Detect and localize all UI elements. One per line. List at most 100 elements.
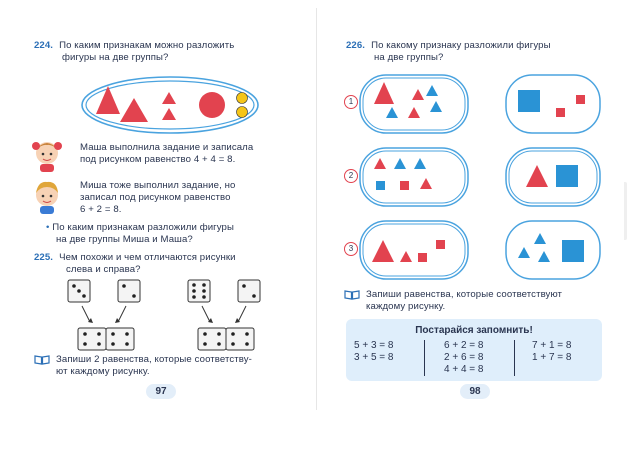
small-triangle [394, 158, 406, 169]
page-left: 224. По каким признакам можно разложить ф… [10, 8, 317, 410]
memo-eq: 1 + 7 = 8 [532, 352, 572, 363]
shapes-oval-figure [81, 76, 259, 134]
group-outline [505, 147, 601, 207]
task-number: 224. [34, 40, 54, 51]
small-triangle [534, 233, 546, 244]
task-226-line2: на две группы? [374, 52, 444, 63]
small-triangle [162, 108, 176, 120]
memo-eq: 7 + 1 = 8 [532, 340, 572, 351]
small-square [576, 95, 585, 104]
small-triangle [420, 178, 432, 189]
domino-half [77, 327, 107, 351]
page-number: 97 [146, 384, 176, 399]
small-square [436, 240, 445, 249]
group-outline [359, 74, 469, 134]
group-outline-inner [85, 80, 255, 130]
page-right: 226.По какому признаку разложили фигуры … [318, 8, 624, 410]
masha-avatar [32, 142, 62, 172]
group-outline-inner [362, 150, 466, 204]
question-line1: • По каким признакам разложили фигуры [46, 222, 292, 234]
domino-half [225, 327, 255, 351]
small-circle [236, 106, 248, 118]
memo-eq: 3 + 5 = 8 [354, 352, 394, 363]
memo-title: Постарайся запомнить! [415, 325, 533, 336]
memo-eq: 5 + 3 = 8 [354, 340, 394, 351]
big-triangle [374, 82, 394, 104]
small-square [376, 181, 385, 190]
group-outline [359, 220, 469, 280]
small-square [556, 108, 565, 117]
task-224-line2: фигуры на две группы? [62, 52, 169, 63]
misha-line1: Миша тоже выполнил задание, но [80, 180, 236, 191]
small-triangle [426, 85, 438, 96]
task-226-text: 226. По какому признаку разложили фигуры [346, 40, 602, 52]
bullet-icon: • [46, 222, 50, 233]
open-book-icon [34, 355, 50, 365]
small-triangle [414, 158, 426, 169]
group-outline [505, 74, 601, 134]
small-triangle [386, 107, 398, 118]
small-triangle [538, 251, 550, 262]
memo-divider [514, 340, 515, 376]
small-triangle [400, 251, 412, 262]
big-triangle [96, 86, 120, 114]
big-square [556, 165, 578, 187]
task-line: Чем похожи и чем отличаются рисунки [59, 252, 236, 263]
task-number: 226. [346, 40, 366, 51]
row3-figure [359, 220, 601, 280]
row-marker-3: 3 [344, 242, 358, 256]
task-225-line2: слева и справа? [66, 264, 141, 275]
memo-divider [424, 340, 425, 376]
misha-line2: записал под рисунком равенство [80, 192, 231, 203]
task-line: По какому признаку разложили фигуры [371, 40, 551, 51]
group-outline-inner [362, 223, 466, 277]
write-line1: Запиши 2 равенства, которые соответству- [56, 354, 252, 365]
task-line: По каким признакам можно разложить [59, 40, 235, 51]
domino-half [105, 327, 135, 351]
misha-avatar [36, 181, 58, 214]
row-marker-2: 2 [344, 169, 358, 183]
small-triangle [374, 158, 386, 169]
question-line2: на две группы Миша и Маша? [56, 234, 193, 245]
domino-half [197, 327, 227, 351]
question-text: По каким признакам разложили фигуры [52, 222, 234, 233]
small-triangle [430, 101, 442, 112]
group-outline [81, 76, 259, 134]
write-line1: Запиши равенства, которые соответствуют [366, 289, 563, 300]
small-triangle [408, 107, 420, 118]
small-square [400, 181, 409, 190]
row-marker-1: 1 [344, 95, 358, 109]
big-circle [199, 92, 225, 118]
memo-eq: 2 + 6 = 8 [444, 352, 484, 363]
small-square [418, 253, 427, 262]
masha-line1: Маша выполнила задание и записала [80, 142, 254, 153]
misha-line3: 6 + 2 = 8. [80, 204, 122, 215]
open-book-icon [344, 290, 360, 300]
group-outline [505, 220, 601, 280]
big-square [518, 90, 540, 112]
big-triangle [120, 98, 148, 122]
memo-box: Постарайся запомнить! 5 + 3 = 8 3 + 5 = … [346, 319, 602, 381]
memo-eq: 6 + 2 = 8 [444, 340, 484, 351]
small-triangle [518, 247, 530, 258]
row1-figure [359, 74, 601, 134]
small-circle [236, 92, 248, 104]
small-triangle [412, 89, 424, 100]
memo-eq: 4 + 4 = 8 [444, 364, 484, 375]
task-225-text: 225. Чем похожи и чем отличаются рисунки [34, 252, 292, 264]
write-line2: ют каждому рисунку. [56, 366, 150, 377]
write-line2: каждому рисунку. [366, 301, 446, 312]
task-224-text: 224. По каким признакам можно разложить [34, 40, 292, 52]
big-square [562, 240, 584, 262]
row2-figure [359, 147, 601, 207]
task-number: 225. [34, 252, 54, 263]
group-outline-inner [362, 77, 466, 131]
dice-left-figure [67, 279, 141, 351]
die-six [187, 279, 211, 303]
big-triangle [372, 240, 394, 262]
die-two [117, 279, 141, 303]
group-outline-inner [508, 150, 598, 204]
page-number: 98 [460, 384, 490, 399]
small-triangle [162, 92, 176, 104]
die-two [237, 279, 261, 303]
